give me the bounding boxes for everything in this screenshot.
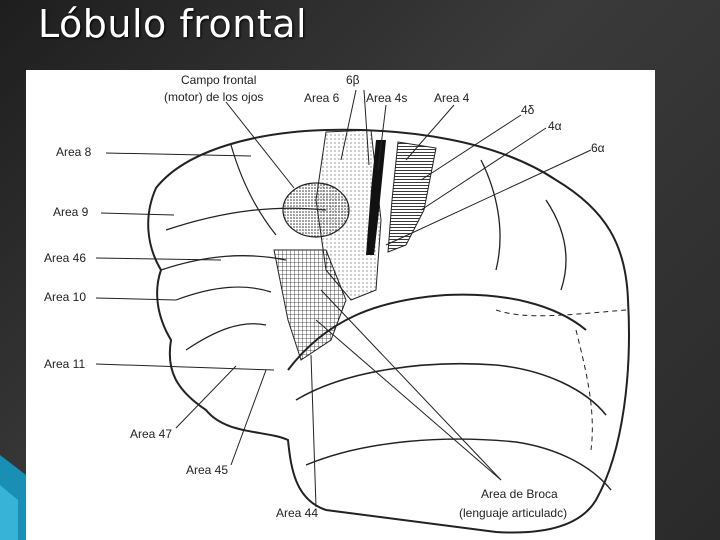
label-area-4s: Area 4s (366, 91, 407, 105)
sulcus-2 (160, 255, 287, 271)
label-area-4: Area 4 (434, 91, 470, 105)
label-area-9: Area 9 (53, 205, 89, 219)
sulcus-4 (185, 323, 267, 351)
label-area-8: Area 8 (56, 145, 92, 159)
label-area-11: Area 11 (44, 357, 85, 371)
label-area-47: Area 47 (130, 427, 172, 441)
label-area-44: Area 44 (276, 506, 318, 520)
slide-title: Lóbulo frontal (38, 2, 308, 46)
sulcus-5 (230, 144, 277, 236)
broca-area-region (273, 249, 347, 361)
label-area-4a: 4α (548, 119, 562, 133)
sulcus-7 (545, 199, 567, 291)
temporal-gyrus (295, 363, 607, 416)
frontal-eye-field (282, 182, 350, 238)
area-4a-strip (387, 141, 437, 253)
label-area-46: Area 46 (44, 251, 86, 265)
label-campo-frontal: Campo frontal (181, 73, 256, 87)
label-broca: Area de Broca (481, 487, 558, 501)
dashed-boundary-2 (575, 329, 593, 451)
label-area-45: Area 45 (186, 463, 228, 477)
label-campo-frontal-sub: (motor) de los ojos (164, 90, 263, 104)
sulcus-3 (175, 286, 272, 301)
sulcus-6 (480, 159, 501, 271)
brain-diagram: Campo frontal (motor) de los ojos 6β Are… (26, 70, 655, 540)
area-4-strip (366, 140, 386, 255)
accent-decoration (0, 455, 26, 540)
temporal-gyrus-2 (305, 438, 612, 491)
brain-outline (147, 128, 630, 534)
label-area-6b: 6β (346, 73, 360, 87)
label-area-6a: 6α (591, 141, 605, 155)
label-area-4d: 4δ (521, 103, 535, 117)
label-area-6: Area 6 (304, 91, 340, 105)
leader-lines (95, 89, 592, 508)
brain-drawing: Campo frontal (motor) de los ojos 6β Are… (44, 73, 630, 534)
label-broca-sub: (lenguaje articuladc) (459, 506, 567, 520)
label-area-10: Area 10 (44, 290, 86, 304)
dashed-boundary (495, 309, 627, 317)
